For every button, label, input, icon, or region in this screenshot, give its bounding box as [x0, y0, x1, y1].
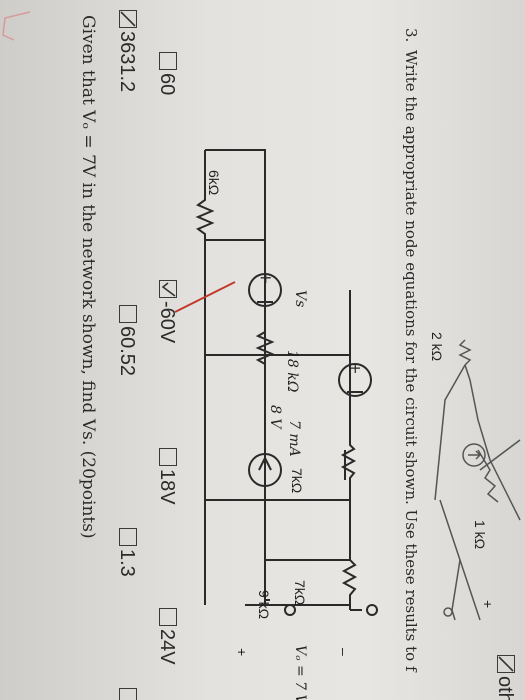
red-ink-mark	[174, 281, 236, 313]
svg-text:+: +	[349, 359, 362, 377]
svg-text:+: +	[259, 268, 272, 287]
output-terminal-bottom	[284, 604, 296, 616]
choice-3631[interactable]: 3631.2	[115, 10, 138, 92]
voltage-source-8v	[338, 363, 372, 397]
label-2k: 2 kΩ	[429, 332, 445, 362]
current-source-3	[462, 443, 486, 467]
checkbox-checked-icon[interactable]	[159, 280, 177, 298]
label-3-plus: +	[480, 600, 496, 609]
terminal-3	[443, 607, 453, 617]
choice-neg60v[interactable]: -60V	[155, 280, 178, 343]
label-1k: 1 kΩ	[472, 520, 488, 550]
resistor-6k	[195, 185, 215, 240]
checkbox-checked-icon[interactable]	[497, 655, 515, 673]
current-source-7ma	[248, 453, 282, 487]
checkbox-checked-icon[interactable]	[119, 10, 137, 28]
voltage-source-vs	[248, 273, 282, 307]
top-wire-with-resistors	[340, 355, 358, 610]
output-terminal-top	[366, 604, 378, 616]
ink-scribble	[2, 11, 31, 41]
resistor-2k	[458, 339, 472, 366]
choice-other[interactable]: oth	[493, 655, 516, 700]
resistor-1k	[477, 449, 499, 503]
resistor-18k	[255, 320, 275, 365]
